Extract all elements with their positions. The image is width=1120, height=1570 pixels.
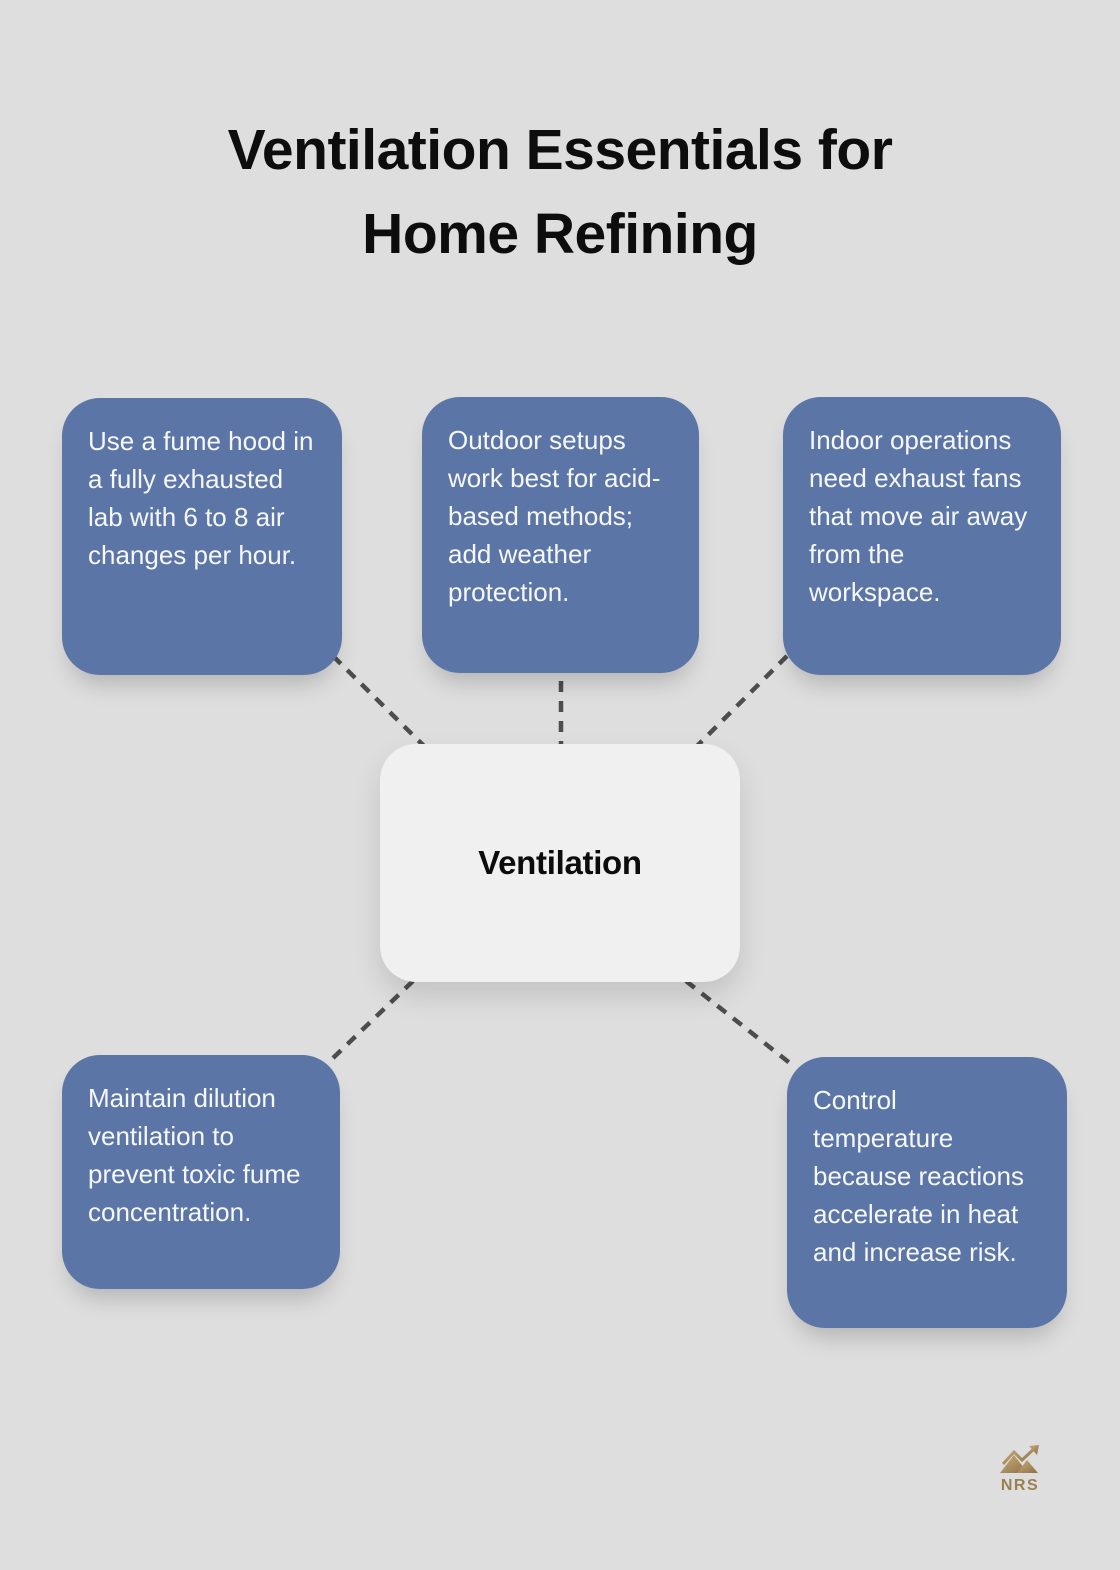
page-title: Ventilation Essentials for Home Refining [0,108,1120,276]
node-control-temperature: Control temperature because reactions ac… [787,1057,1067,1328]
connector-top-left [331,654,426,748]
page-title-line-2: Home Refining [362,202,758,266]
connector-bottom-left [329,979,415,1062]
node-outdoor-setups-text: Outdoor setups work best for acid-based … [448,425,661,607]
connector-top-right [695,654,789,748]
center-node-label: Ventilation [478,844,642,881]
center-node-ventilation: Ventilation [380,744,740,982]
node-indoor-operations: Indoor operations need exhaust fans that… [783,397,1061,675]
nrs-logo-text: NRS [1000,1477,1040,1494]
mountains-growth-arrow-icon [1000,1445,1039,1473]
node-dilution-ventilation: Maintain dilution ventilation to prevent… [62,1055,340,1289]
node-outdoor-setups: Outdoor setups work best for acid-based … [422,397,699,673]
node-dilution-ventilation-text: Maintain dilution ventilation to prevent… [88,1083,301,1227]
connector-bottom-right [684,979,793,1066]
node-fume-hood-text: Use a fume hood in a fully exhausted lab… [88,426,314,570]
page-title-line-1: Ventilation Essentials for [227,118,893,182]
nrs-logo: NRS [992,1444,1048,1495]
node-indoor-operations-text: Indoor operations need exhaust fans that… [809,425,1028,607]
node-control-temperature-text: Control temperature because reactions ac… [813,1085,1025,1267]
node-fume-hood: Use a fume hood in a fully exhausted lab… [62,398,342,675]
